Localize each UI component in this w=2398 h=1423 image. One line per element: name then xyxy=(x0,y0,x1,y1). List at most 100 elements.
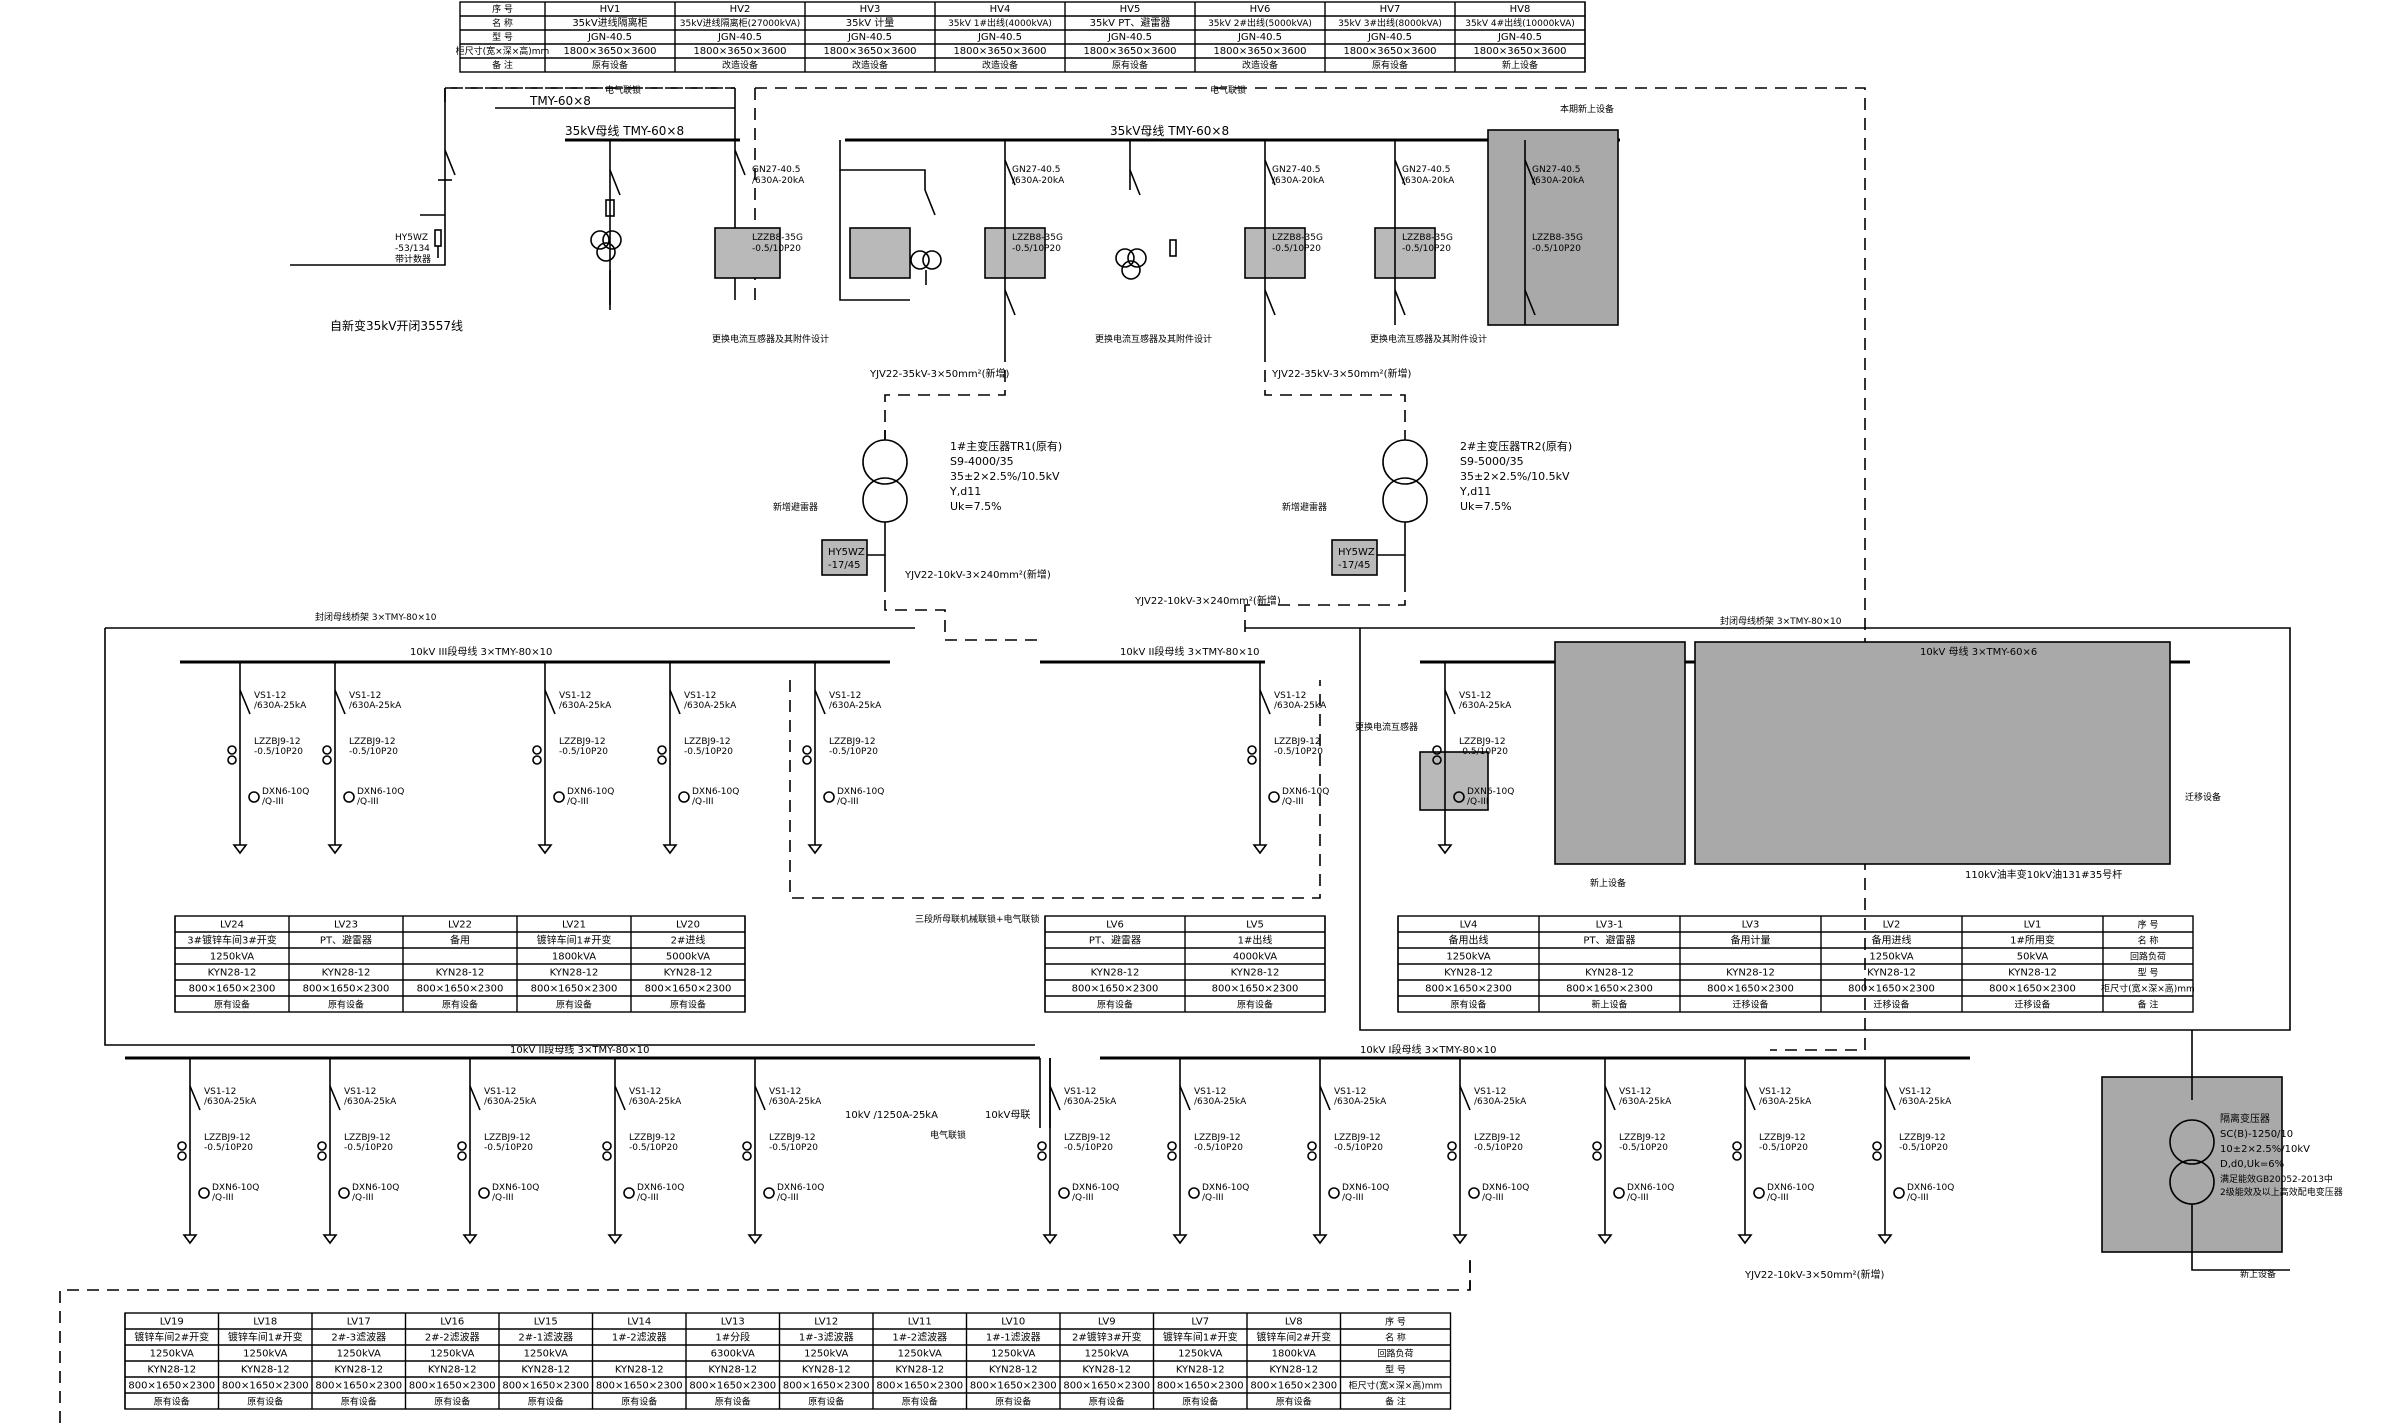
feeder-lower-9-ct2: -0.5/10P20 xyxy=(1474,1143,1523,1153)
bus3-label: 10kV III段母线 3×TMY-80×10 xyxy=(410,645,552,658)
lv-bottom-table-model-cell: KYN28-12 xyxy=(615,1365,664,1376)
lv-right-table-model-cell: KYN28-12 xyxy=(2008,968,2057,979)
lv-bottom-table-size-cell: 800×1650×2300 xyxy=(970,1381,1057,1392)
feeder-lower-1-breaker xyxy=(189,1085,201,1111)
lv-mid-table: LV6PT、避雷器KYN28-12800×1650×2300原有设备LV51#出… xyxy=(1044,915,1326,1013)
feeder-lower-10-arrow xyxy=(1597,1234,1613,1245)
bus3-title: 封闭母线桥架 3×TMY-80×10 xyxy=(315,611,437,623)
lv-bottom-table-id-cell: LV11 xyxy=(908,1317,932,1328)
feeder-lower-2-dxn2: /Q-III xyxy=(352,1193,374,1203)
feeder-lower-12: VS1-12/630A-25kALZZBJ9-12-0.5/10P20DXN6-… xyxy=(1872,1058,1954,1245)
lv-bottom-table-model-cell: KYN28-12 xyxy=(147,1365,196,1376)
feeder-lower-9-arrow xyxy=(1452,1234,1468,1245)
feeder-lower-8-indicator xyxy=(1328,1187,1340,1199)
lv-right-table-size-cell: 800×1650×2300 xyxy=(1425,984,1512,995)
hv-bus-right-label: 35kV母线 TMY-60×8 xyxy=(1110,124,1229,138)
feeder-lower-10-dxn: DXN6-10Q xyxy=(1627,1183,1674,1193)
feeder-lower-7-dxn: DXN6-10Q xyxy=(1202,1183,1249,1193)
feeder-lower-9-indicator xyxy=(1468,1187,1480,1199)
iso-transformer-spec: 隔离变压器 SC(B)-1250/10 10±2×2.5%/10kV D,d0,… xyxy=(2220,1112,2343,1198)
lv-right-table-row-label: 回路负荷 xyxy=(2130,951,2166,963)
hv-table-model-cell: JGN-40.5 xyxy=(717,32,762,43)
lv-mid-table-size-cell: 800×1650×2300 xyxy=(1072,984,1159,995)
lv-bottom-table-model-cell: KYN28-12 xyxy=(1269,1365,1318,1376)
feeder-iii-2-dxn: DXN6-10Q xyxy=(357,787,404,797)
feeder-lower-6-indicator xyxy=(1058,1187,1070,1199)
feeder-lower-2-arrow xyxy=(322,1234,338,1245)
hv-table-note-cell: 新上设备 xyxy=(1502,59,1538,71)
hv-cabinet-label-1-ct2: -0.5/10P20 xyxy=(752,244,801,254)
hv-table-note-cell: 原有设备 xyxy=(1112,59,1148,71)
feeder-lower-2-ct-b xyxy=(317,1151,327,1161)
lv-bottom-table-cap-cell: 1250kVA xyxy=(430,1349,474,1360)
feeder-iii-1-ct-b xyxy=(227,755,237,765)
lv-bottom-table-name-cell: 1#分段 xyxy=(715,1331,750,1344)
hv-cabinet-label-4-gn: GN27-40.5 xyxy=(1402,165,1450,175)
feeder-right-1-breaker xyxy=(1444,689,1456,715)
feeder-lower-1-ct: LZZBJ9-12 xyxy=(204,1133,251,1143)
feeder-iii-4-vs2: /630A-25kA xyxy=(684,701,737,711)
feeder-lower-9-dxn: DXN6-10Q xyxy=(1482,1183,1529,1193)
feeder-lower-10-ct-b xyxy=(1592,1151,1602,1161)
hv-table-note-cell: 改造设备 xyxy=(722,59,758,71)
feeder-iii-1-dxn: DXN6-10Q xyxy=(262,787,309,797)
feeder-lower-5-ct-b xyxy=(742,1151,752,1161)
lv-bottom-table-cap-cell: 1250kVA xyxy=(898,1349,942,1360)
feeder-mid-1-indicator xyxy=(1268,791,1280,803)
feeder-lower-11-breaker xyxy=(1744,1085,1756,1111)
feeder-lower-7-vs2: /630A-25kA xyxy=(1194,1097,1247,1107)
feeder-lower-4-indicator xyxy=(623,1187,635,1199)
lv-right-table-row-label: 型 号 xyxy=(2138,968,2159,979)
feeder-iii-2-ct2: -0.5/10P20 xyxy=(349,747,398,757)
lv-right-table-cap-cell: 1250kVA xyxy=(1869,952,1913,963)
lv-right-table-model-cell: KYN28-12 xyxy=(1444,968,1493,979)
feeder-lower-5-dxn2: /Q-III xyxy=(777,1193,799,1203)
feeder-lower-10-ct: LZZBJ9-12 xyxy=(1619,1133,1666,1143)
feeder-lower-11-vs: VS1-12 xyxy=(1759,1087,1791,1097)
feeder-right-1-dxn2: /Q-III xyxy=(1467,797,1489,807)
feeder-iii-5-ct2: -0.5/10P20 xyxy=(829,747,878,757)
lv-bottom-table-size-cell: 800×1650×2300 xyxy=(876,1381,963,1392)
source-note: 110kV油丰变10kV油131#35号杆 xyxy=(1965,868,2122,881)
svg-text:带计数器: 带计数器 xyxy=(395,253,431,265)
svg-text:隔离变压器: 隔离变压器 xyxy=(2220,1112,2270,1125)
lv-left-table: LV243#镀锌车间3#开变1250kVAKYN28-12800×1650×23… xyxy=(174,915,746,1013)
lv-bottom-table-model-cell: KYN28-12 xyxy=(241,1365,290,1376)
lv-bottom-table-size-cell: 800×1650×2300 xyxy=(689,1381,776,1392)
feeder-iii-4-dxn: DXN6-10Q xyxy=(692,787,739,797)
hv-table-row-label: 序 号 xyxy=(492,3,513,15)
lv-bottom-table-cap-cell: 1250kVA xyxy=(150,1349,194,1360)
lv-right-table-note-cell: 迁移设备 xyxy=(1873,999,1909,1011)
lv-bottom-table-id-cell: LV13 xyxy=(721,1317,745,1328)
svg-text:2级能效及以上高效配电变压器: 2级能效及以上高效配电变压器 xyxy=(2220,1186,2343,1198)
relocate-box-2 xyxy=(1694,641,2171,865)
lv-bottom-table-note-cell: 原有设备 xyxy=(902,1396,938,1408)
tie-label: 10kV /1250A-25kA xyxy=(845,1110,938,1121)
feeder-lower-10-indicator xyxy=(1613,1187,1625,1199)
feeder-iii-2-ct: LZZBJ9-12 xyxy=(349,737,396,747)
hv-table-note-cell: 改造设备 xyxy=(982,59,1018,71)
feeder-lower-2-indicator xyxy=(338,1187,350,1199)
feeder-lower-2-dxn: DXN6-10Q xyxy=(352,1183,399,1193)
feeder-right-1-ct2: -0.5/10P20 xyxy=(1459,747,1508,757)
feeder-lower-1-ct-a xyxy=(177,1141,187,1151)
feeder-lower-1-arrow xyxy=(182,1234,198,1245)
lv-bottom-table-name-cell: 2#-3滤波器 xyxy=(331,1331,386,1344)
lv-feeders: VS1-12/630A-25kALZZBJ9-12-0.5/10P20DXN6-… xyxy=(177,165,1954,1245)
lv-bottom-table-row-label: 备 注 xyxy=(1385,1396,1406,1408)
lv-bottom-table-cap-cell: 1250kVA xyxy=(804,1349,848,1360)
feeder-iii-2-ct-a xyxy=(322,745,332,755)
lv-right-table-row-label: 柜尺寸(宽×深×高)mm xyxy=(2101,983,2195,995)
new-equip-label: 新上设备 xyxy=(1590,877,1626,889)
lv-bottom-table-cap-cell: 1800kVA xyxy=(1272,1349,1316,1360)
feeder-lower-1-ct2: -0.5/10P20 xyxy=(204,1143,253,1153)
lv-right-table-size-cell: 800×1650×2300 xyxy=(1989,984,2076,995)
svg-text:满足能效GB20052-2013中: 满足能效GB20052-2013中 xyxy=(2220,1173,2333,1185)
hv-cabinet-label-3-gn: GN27-40.5 xyxy=(1272,165,1320,175)
feeder-iii-1-dxn2: /Q-III xyxy=(262,797,284,807)
hv-cabinet-label-5-gn2: /630A-20kA xyxy=(1532,176,1585,186)
